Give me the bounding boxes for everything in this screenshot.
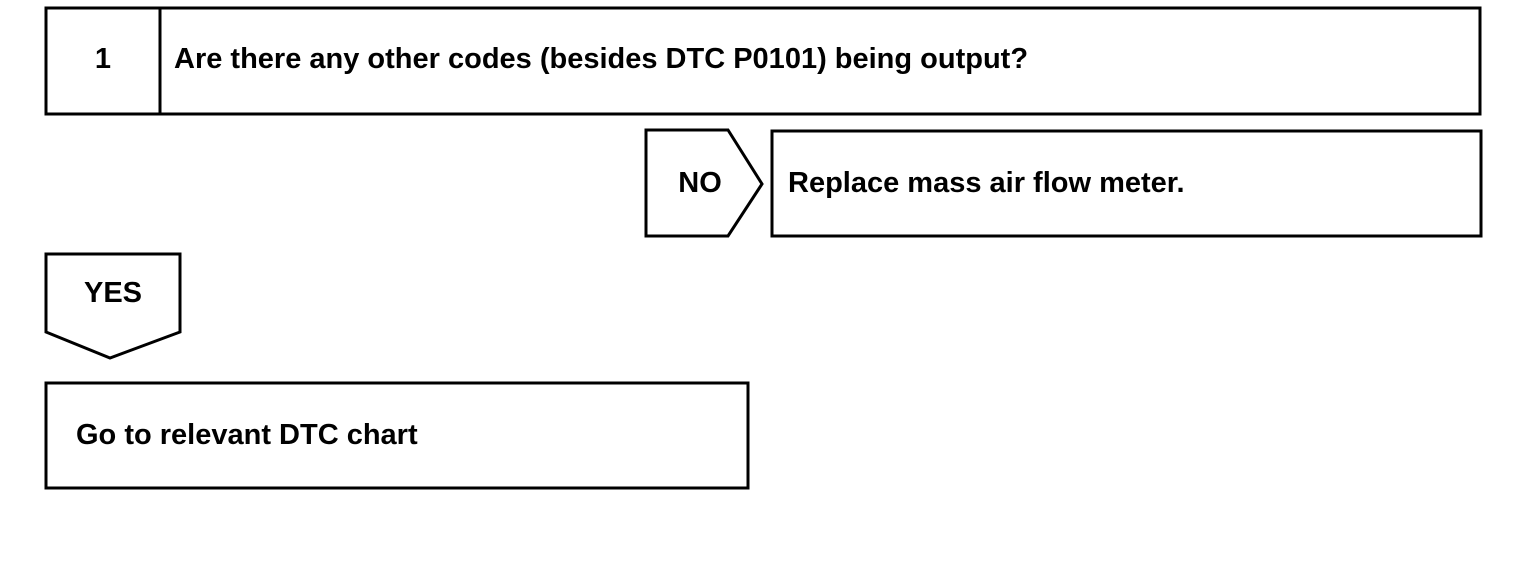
step-box	[44, 6, 1482, 116]
no-label: NO	[678, 167, 722, 199]
yes-arrow	[44, 252, 182, 360]
step-question: Are there any other codes (besides DTC P…	[174, 43, 1029, 75]
yes-label: YES	[83, 277, 143, 309]
no-result-box	[770, 129, 1483, 238]
no-result-text: Replace mass air flow meter.	[788, 167, 1185, 199]
yes-result-box	[44, 381, 750, 490]
yes-result-text: Go to relevant DTC chart	[76, 419, 418, 451]
step-number: 1	[94, 43, 112, 75]
no-arrow	[644, 128, 764, 238]
